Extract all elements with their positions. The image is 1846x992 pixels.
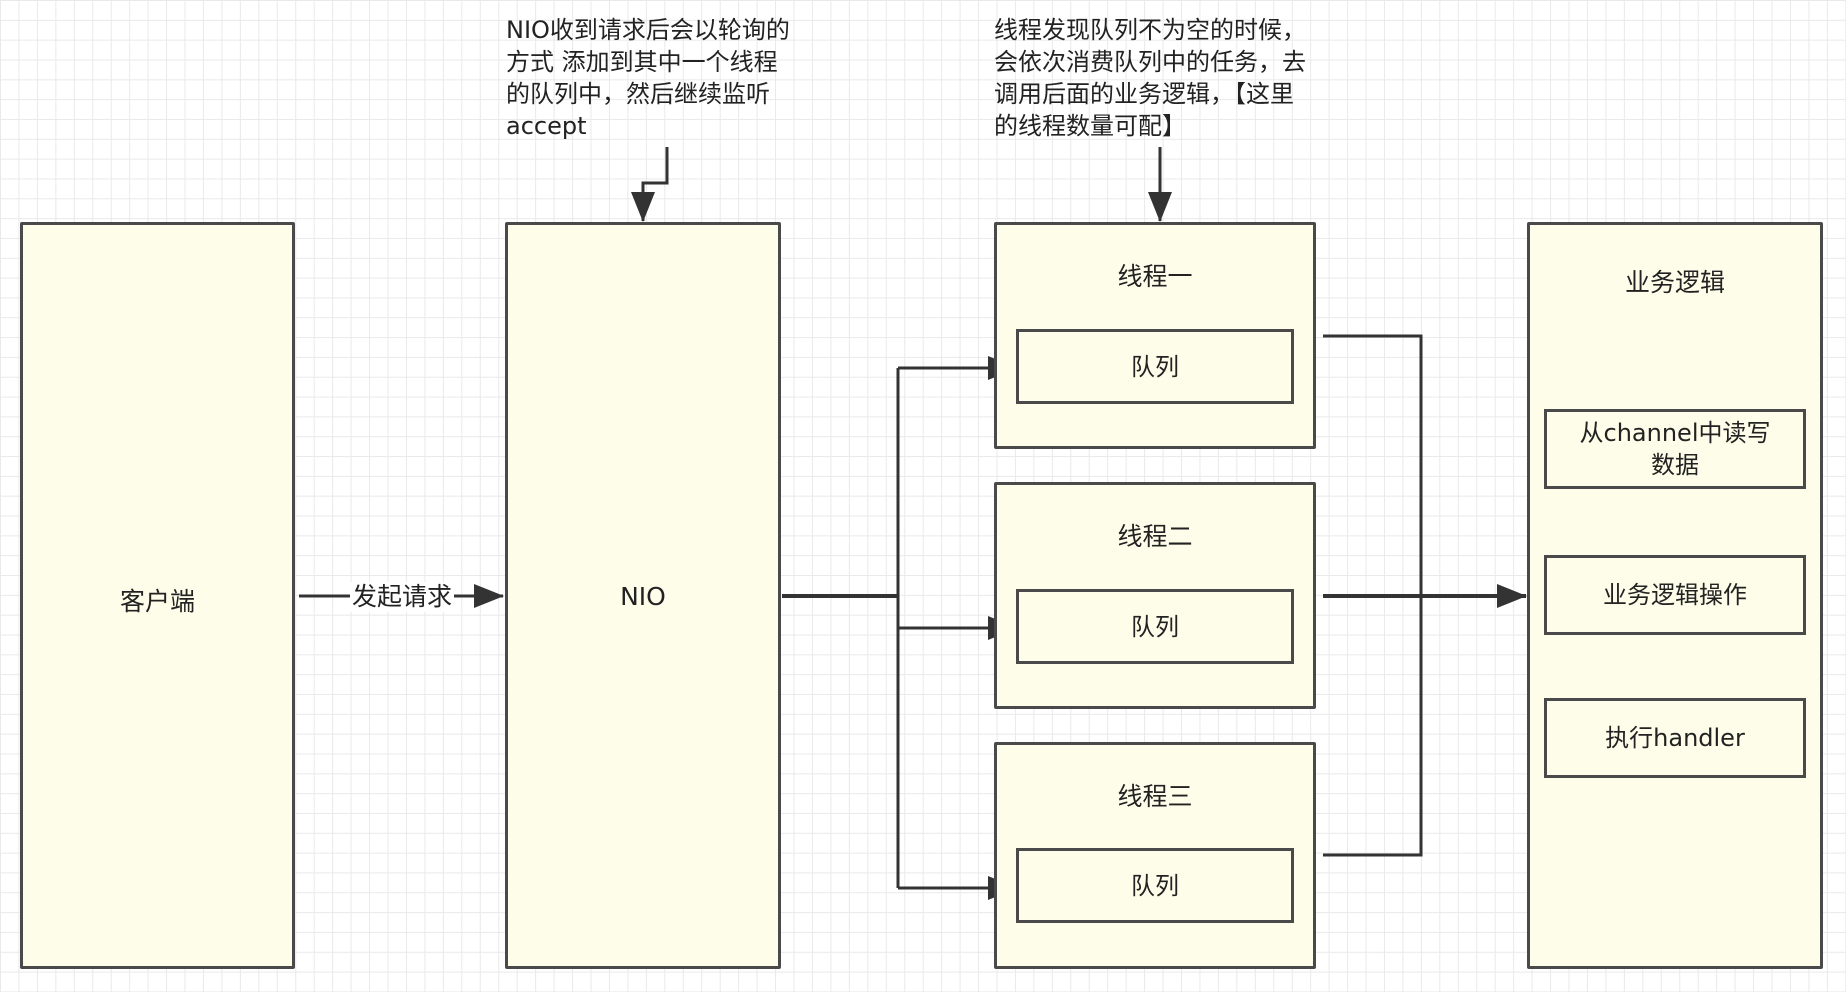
- threads-note-line: 线程发现队列不为空的时候，: [994, 16, 1306, 44]
- threads-note-line: 的线程数量可配】: [994, 112, 1186, 140]
- business-step-operation[interactable]: 业务逻辑操作: [1544, 555, 1806, 635]
- nio-note-arrow: [631, 147, 669, 222]
- business-logic-label: 业务逻辑: [1624, 268, 1725, 297]
- thread-1-label: 线程一: [1117, 262, 1193, 291]
- thread-3-label: 线程三: [1117, 782, 1193, 811]
- threads-note-line: 调用后面的业务逻辑，【这里: [994, 80, 1294, 108]
- threads-note: 线程发现队列不为空的时候， 会依次消费队列中的任务，去 调用后面的业务逻辑，【这…: [994, 14, 1306, 142]
- nio-box[interactable]: NIO: [505, 222, 781, 969]
- threads-note-line: 会依次消费队列中的任务，去: [994, 48, 1306, 76]
- thread-3-queue[interactable]: 队列: [1016, 848, 1294, 923]
- thread-2-queue[interactable]: 队列: [1016, 589, 1294, 664]
- thread-2-label: 线程二: [1117, 522, 1193, 551]
- thread-1-queue[interactable]: 队列: [1016, 329, 1294, 404]
- queue-label: 队列: [1131, 612, 1179, 641]
- nio-note: NIO收到请求后会以轮询的 方式 添加到其中一个线程 的队列中，然后继续监听 a…: [506, 14, 790, 142]
- thread-3-out: [1323, 596, 1423, 857]
- nio-label: NIO: [620, 582, 666, 611]
- queue-label: 队列: [1131, 871, 1179, 900]
- nio-note-line: 的队列中，然后继续监听: [506, 80, 770, 108]
- nio-note-line: 方式 添加到其中一个线程: [506, 48, 778, 76]
- client-label: 客户端: [119, 587, 195, 616]
- nio-note-line: accept: [506, 112, 587, 140]
- queue-label: 队列: [1131, 352, 1179, 381]
- request-edge-label: 发起请求: [350, 582, 455, 612]
- nio-note-line: NIO收到请求后会以轮询的: [506, 16, 790, 44]
- client-box[interactable]: 客户端: [20, 222, 295, 969]
- business-step-read-write[interactable]: 从channel中读写 数据: [1544, 409, 1806, 489]
- business-step-handler[interactable]: 执行handler: [1544, 698, 1806, 778]
- thread-1-out: [1323, 334, 1423, 596]
